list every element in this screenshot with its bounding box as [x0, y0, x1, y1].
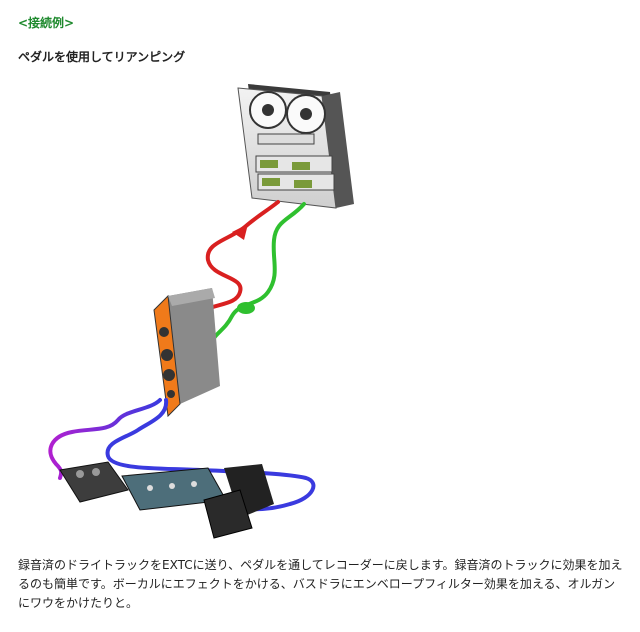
- caption-text: 録音済のドライトラックをEXTCに送り、ペダルを通してレコーダーに戻します。録音…: [18, 558, 623, 610]
- reel-to-reel-recorder-icon: [237, 84, 354, 209]
- extc-500-module-icon: [153, 288, 220, 418]
- effect-pedal-icon: [59, 461, 274, 539]
- pedal-loop-cable: [48, 398, 162, 480]
- section-tag: <接続例>: [18, 16, 75, 30]
- send-cable: [194, 200, 280, 320]
- return-cable: [212, 202, 306, 340]
- send-plug: [232, 224, 248, 240]
- page-title: ペダルを使用してリアンピング: [18, 50, 186, 64]
- return-plug: [237, 302, 255, 314]
- reamping-diagram: [48, 84, 354, 539]
